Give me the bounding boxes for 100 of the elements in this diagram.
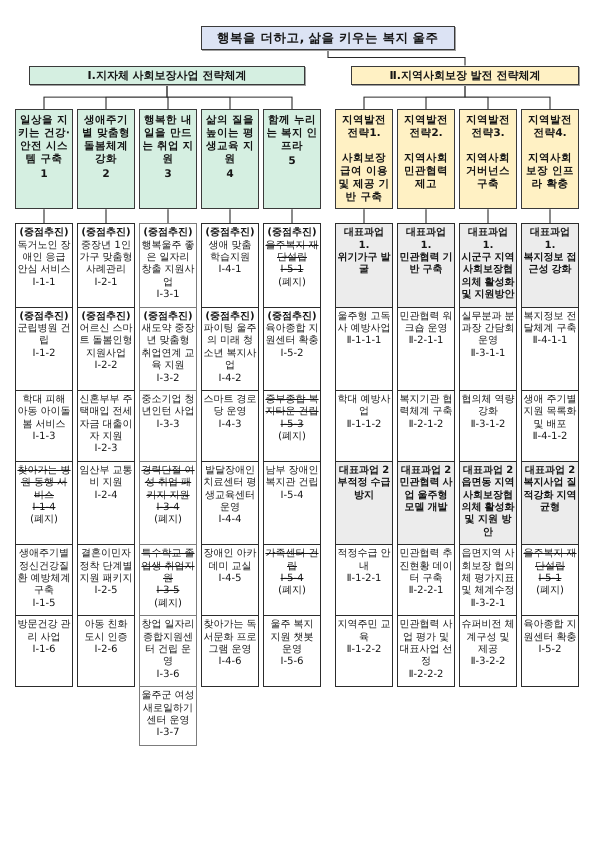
- project-cell: [521, 390, 579, 462]
- project-name: 중부종합 복지타운 건립: [265, 394, 319, 419]
- task-header-cell: [335, 223, 393, 308]
- project-cell: [139, 390, 197, 462]
- project-cell: [335, 306, 393, 391]
- project-name: 어르신 스마트 돌봄인형 지원사업: [79, 322, 133, 360]
- project-name: 파이팅 울주의 미래 청소년 복지사업: [203, 322, 257, 373]
- strategy-label: 지역발전 전략2.: [403, 114, 449, 140]
- project-code: Ⅰ-1-2: [32, 348, 56, 360]
- project-name: 찾아가는 병원 동행 서비스: [17, 464, 71, 502]
- task-label: 대표과업 2: [462, 464, 514, 477]
- project-code: Ⅱ-3-1-1: [470, 348, 506, 360]
- project-cell: [521, 544, 579, 616]
- project-code: Ⅰ-5-1: [280, 264, 304, 277]
- connector-line: [549, 209, 551, 224]
- project-cell: [459, 306, 517, 391]
- project-cell: [15, 306, 73, 391]
- task-name: 민관협력 기반 구축: [399, 252, 453, 277]
- task-name: 민관협력 사업 울주형 모델 개발: [399, 477, 453, 514]
- strategy-number: 5: [288, 155, 296, 168]
- project-cell: [139, 460, 197, 546]
- project-cell: [201, 615, 259, 688]
- project-code: Ⅰ-3-5: [156, 585, 180, 598]
- strategy-number: 3: [164, 168, 172, 182]
- project-name: 특수학교 졸업생 취업지원: [141, 548, 195, 586]
- connector-line: [105, 209, 107, 224]
- project-cell: [263, 306, 321, 391]
- project-name: 행복울주 좋은 일자리 창출 지원사업: [141, 240, 195, 290]
- project-code: Ⅰ-3-4: [156, 502, 180, 514]
- project-code: Ⅰ-2-5: [94, 585, 118, 598]
- project-name: 울주군 여성 새로일하기 센터 운영: [141, 690, 195, 728]
- project-code: Ⅰ-5-6: [280, 656, 304, 669]
- project-code: Ⅰ-2-3: [94, 443, 118, 456]
- project-code: Ⅱ-3-2-1: [470, 598, 506, 610]
- section-title: Ⅰ.지자체 사회보장사업 전략체계: [88, 68, 246, 82]
- priority-tag: (중점추진): [19, 310, 69, 323]
- project-name: 남부 장애인 복지관 건립: [265, 464, 319, 490]
- project-code: Ⅰ-1-1: [32, 276, 56, 290]
- project-name: 경력단절 여성 취업 패키지 지원: [141, 464, 195, 502]
- project-code: Ⅱ-1-2-1: [346, 572, 382, 586]
- strategy-box: [263, 109, 321, 210]
- project-cell: [201, 390, 259, 462]
- connector-line: [229, 209, 231, 224]
- priority-tag: (중점추진): [81, 310, 131, 323]
- project-code: Ⅱ-1-1-2: [346, 418, 382, 432]
- project-code: Ⅰ-5-3: [280, 418, 304, 431]
- strategy-box: [139, 109, 197, 210]
- task-name: 복지사업 질적강화 지역균형: [523, 477, 577, 514]
- project-name: 슈퍼비전 체계구성 및 제공: [461, 619, 515, 656]
- strategy-box: [335, 109, 393, 210]
- connector-line: [167, 209, 169, 224]
- project-code: Ⅱ-2-2-2: [408, 668, 444, 682]
- priority-tag: (중점추진): [267, 227, 317, 240]
- connector-line: [487, 209, 489, 224]
- task-label: 대표과업 1.: [467, 227, 509, 252]
- task-name: 복지정보 접근성 강화: [523, 252, 577, 277]
- project-code: Ⅰ-3-1: [156, 289, 180, 302]
- project-name: 가족센터 건립: [265, 548, 319, 573]
- task-label: 대표과업 2: [338, 464, 390, 477]
- project-cell: [15, 460, 73, 546]
- title-banner: [201, 26, 455, 50]
- priority-tag: (중점추진): [143, 310, 193, 323]
- strategy-box: [397, 109, 455, 210]
- task-header-cell: [397, 223, 455, 308]
- project-code: Ⅰ-1-5: [32, 598, 56, 610]
- project-name: 생애 주기별 지원 목록화 및 배포: [523, 394, 577, 432]
- connector-line: [291, 209, 293, 224]
- strategy-number: 4: [226, 168, 234, 182]
- priority-tag: (중점추진): [81, 227, 131, 240]
- project-cell: [263, 390, 321, 462]
- project-name: 발달장애인 치료센터 평생교육센터 운영: [203, 464, 257, 514]
- project-code: Ⅰ-4-1: [218, 264, 242, 277]
- project-name: 울주복지 재단설립: [523, 548, 577, 573]
- project-name: 실무분과 분과장 간담회 운영: [461, 310, 515, 348]
- project-cell: [521, 306, 579, 391]
- project-cell: [139, 544, 197, 616]
- abolished-note: (폐지): [278, 431, 306, 444]
- strategy-name: 지역사회보장 인프라 확충: [525, 152, 575, 192]
- project-code: Ⅱ-3-2-2: [470, 656, 506, 669]
- project-cell: [77, 544, 135, 616]
- connector-line: [464, 85, 551, 110]
- strategy-box: [521, 109, 579, 210]
- project-name: 울주복지 재단설립: [265, 240, 319, 264]
- project-code: Ⅰ-3-6: [156, 668, 180, 682]
- project-code: Ⅰ-5-1: [538, 572, 562, 585]
- strategy-name: 지역사회 민관협력 제고: [403, 152, 449, 192]
- task-header-cell: [521, 223, 579, 308]
- project-code: Ⅱ-2-2-1: [408, 585, 444, 598]
- project-cell: [201, 306, 259, 391]
- task-label: 대표과업 2: [400, 464, 452, 477]
- project-cell: [263, 544, 321, 616]
- project-name: 울주형 고독사 예방사업: [337, 310, 391, 336]
- project-code: Ⅰ-2-1: [94, 276, 118, 290]
- project-cell: [397, 544, 455, 616]
- project-cell: [335, 615, 393, 688]
- project-name: 읍면지역 사회보장 협의체 평가지표 및 체계수정: [461, 548, 515, 598]
- section-title: Ⅱ.지역사회보장 발전 전략체계: [389, 68, 541, 82]
- project-cell: [201, 460, 259, 546]
- task-header-cell: [397, 460, 455, 546]
- project-name: 육아종합 지원센터 확충: [523, 619, 577, 644]
